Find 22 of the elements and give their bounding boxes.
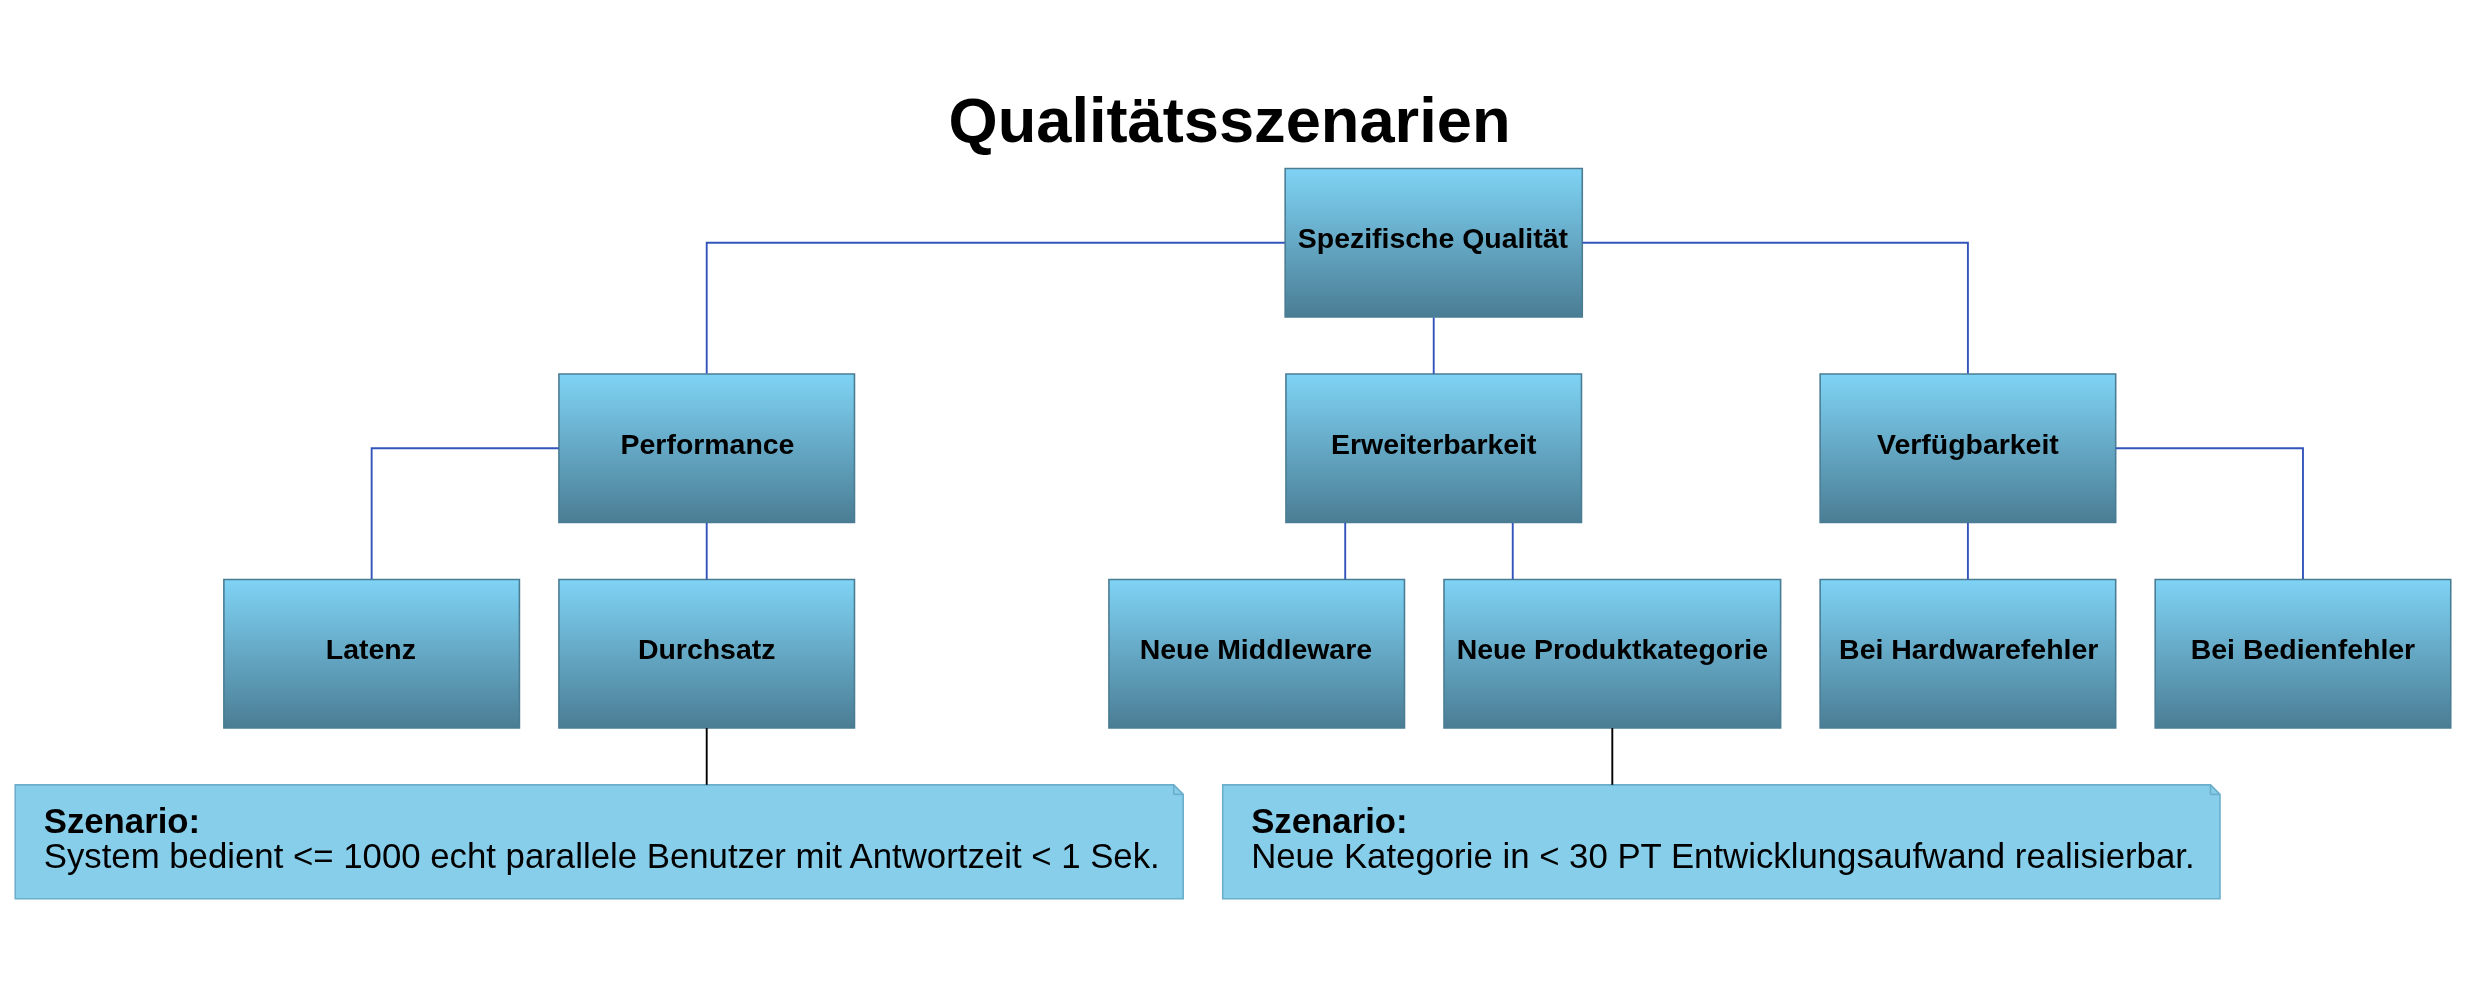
diagram-title: Qualitätsszenarien — [948, 84, 1511, 155]
node-box: Neue Produktkategorie — [1443, 578, 1782, 729]
connector — [1581, 241, 1969, 375]
node-box: Durchsatz — [558, 578, 856, 729]
connector — [705, 522, 708, 581]
connector — [1432, 316, 1435, 375]
node-box: Performance — [558, 373, 856, 524]
connector — [1611, 727, 1614, 786]
connector — [1966, 522, 1969, 581]
node-box: Neue Middleware — [1108, 578, 1406, 729]
node-box: Verfügbarkeit — [1819, 373, 2117, 524]
node-box: Bei Hardwarefehler — [1819, 578, 2117, 729]
node-box: Latenz — [223, 578, 521, 729]
connector — [705, 727, 708, 786]
connector — [1344, 522, 1347, 581]
node-box: Bei Bedienfehler — [2154, 578, 2452, 729]
connector — [370, 447, 560, 580]
node-box: Erweiterbarkeit — [1285, 373, 1583, 524]
connector — [1511, 522, 1514, 581]
node-box: Spezifische Qualität — [1284, 167, 1584, 318]
connector — [2114, 447, 2304, 580]
connector — [705, 241, 1286, 375]
